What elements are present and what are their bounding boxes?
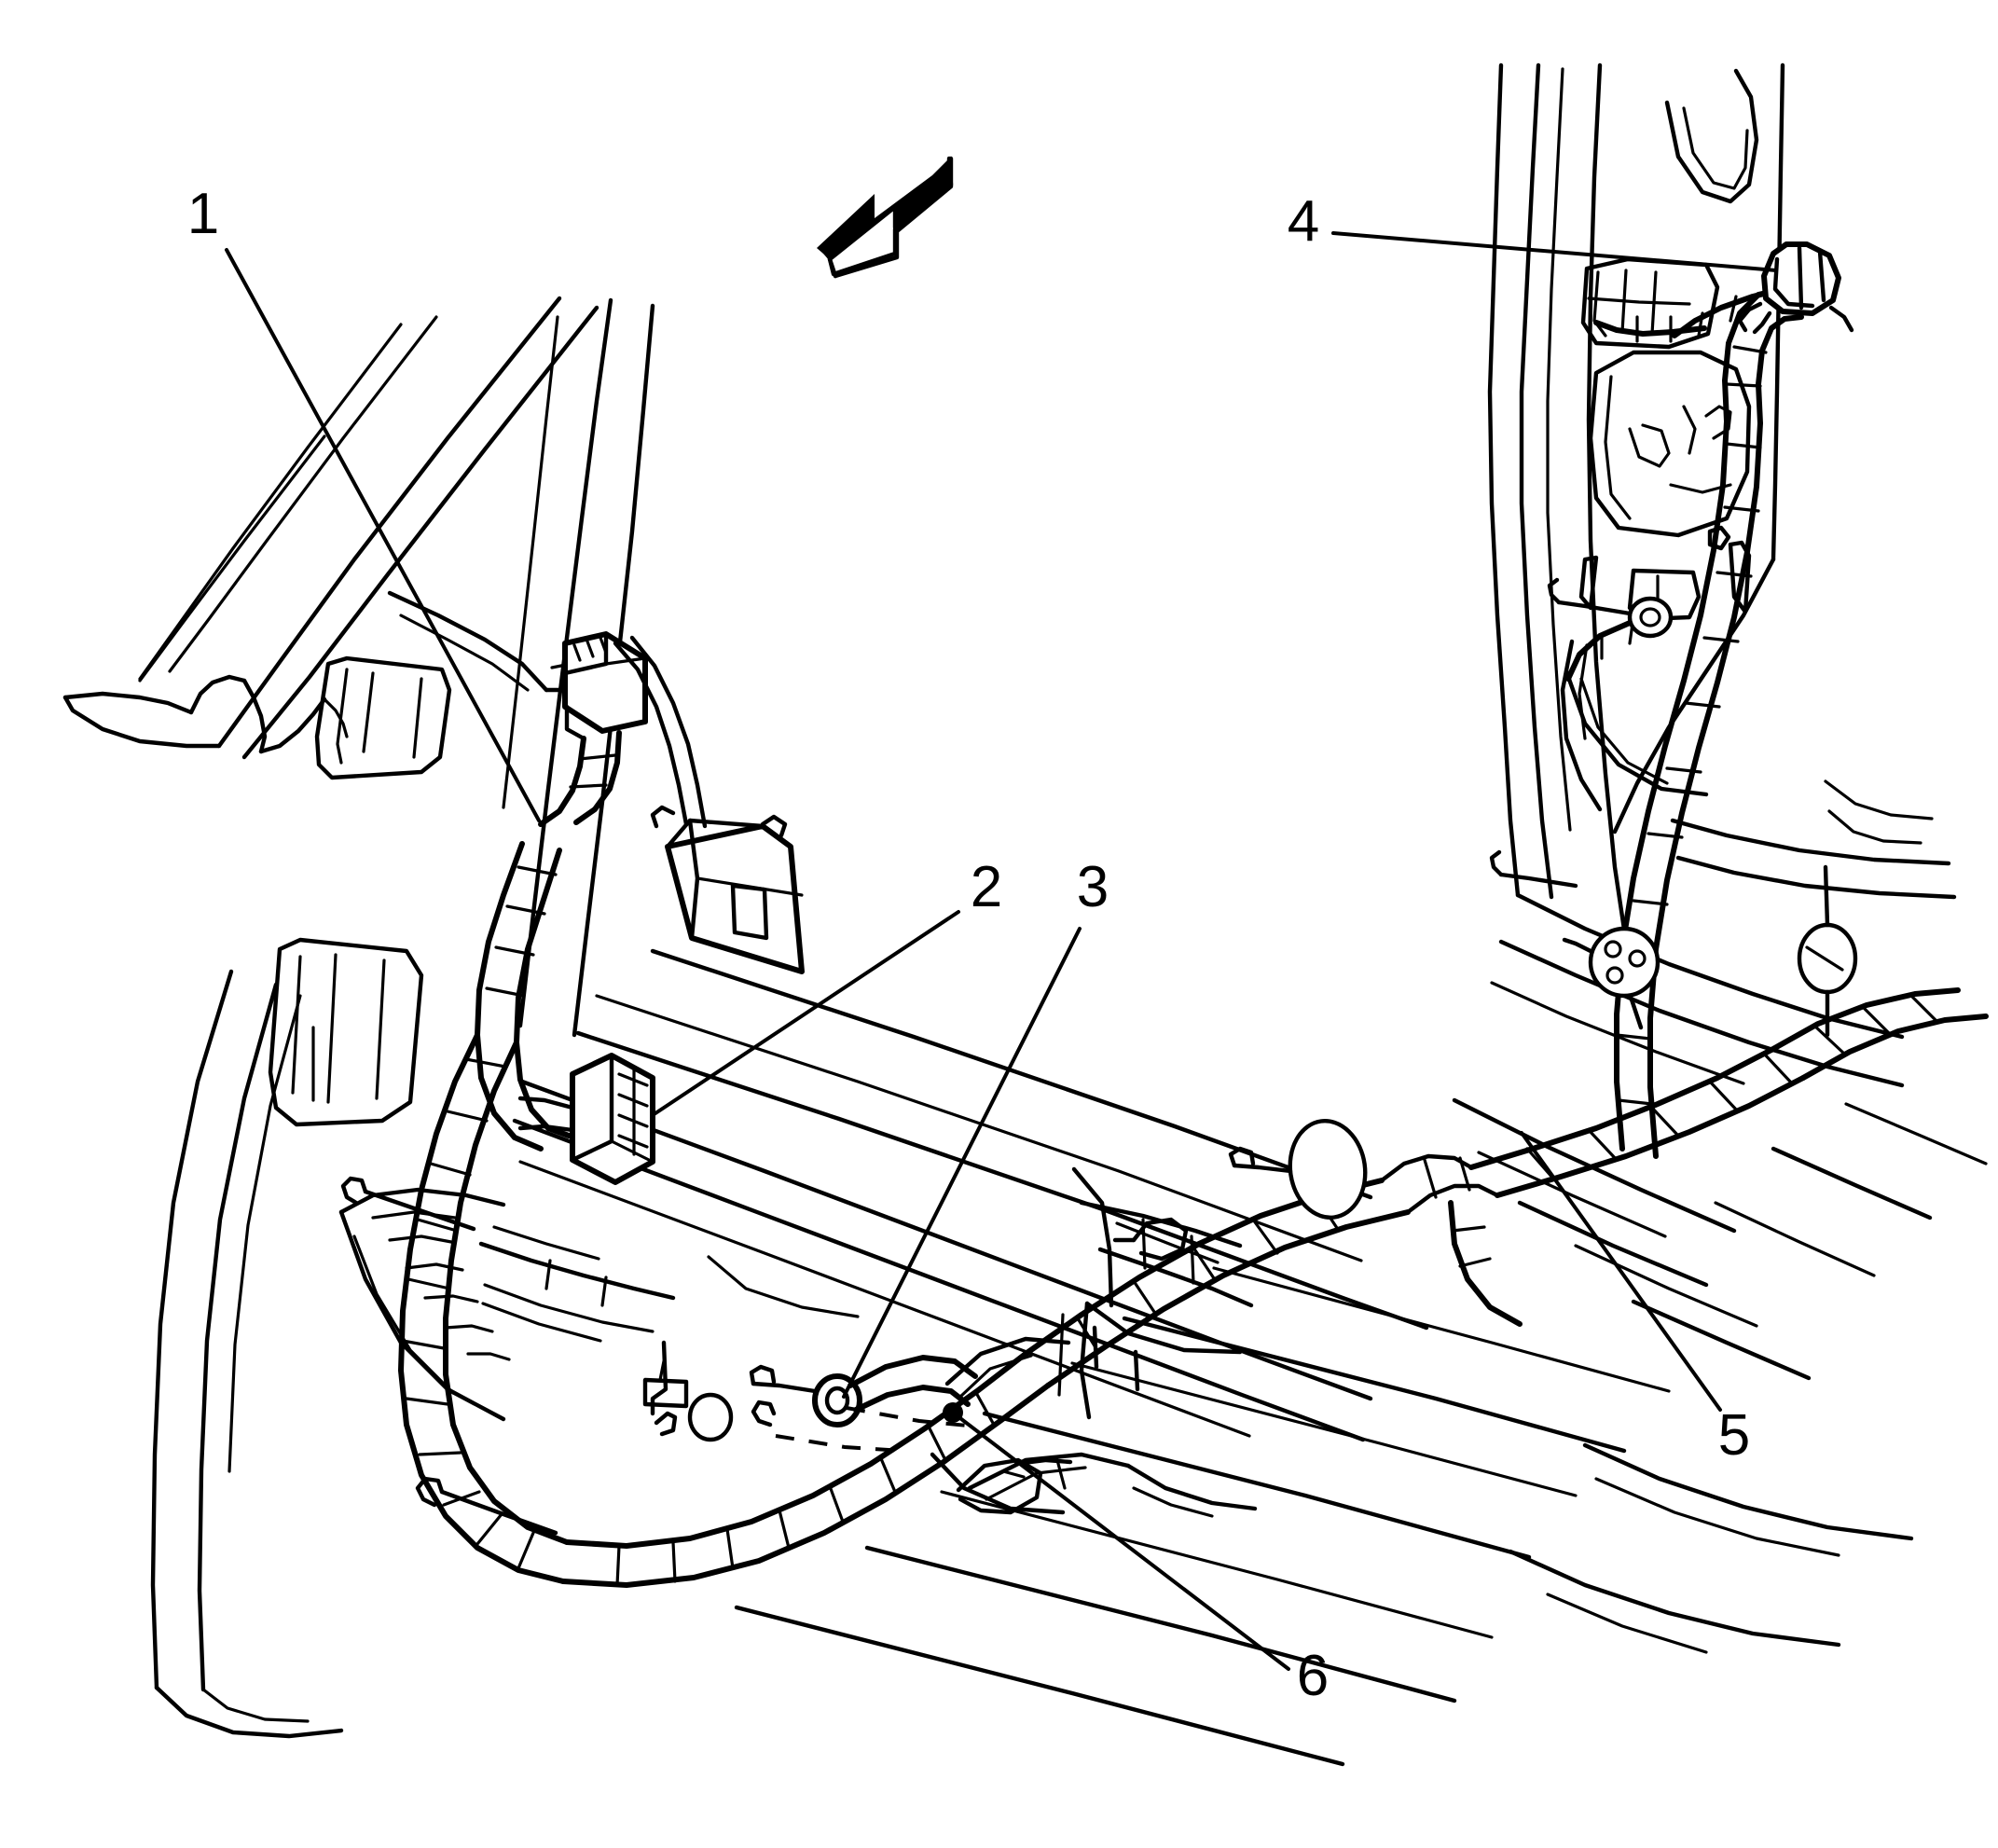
alignment-dashed-line-lower [775, 1434, 903, 1453]
rocker-panel-holes [642, 864, 1858, 1442]
rocker-panel [478, 948, 1429, 1442]
connector-block [650, 805, 805, 974]
leader-line-1 [225, 248, 541, 822]
callout-label-2: 2 [971, 855, 1002, 919]
connector-1-pigtails [613, 635, 708, 829]
leader-line-3 [842, 927, 1082, 1399]
harness-ribs-vertical [401, 1057, 535, 1570]
floor-studs [1013, 1325, 1140, 1467]
leader-line-5 [1520, 1131, 1722, 1412]
callout-label-1: 1 [187, 182, 219, 246]
alignment-dashed-line-upper [846, 1406, 978, 1428]
floor-hook [751, 1400, 777, 1427]
harness-clip-upper [1737, 241, 1854, 335]
harness-ribs-upper [485, 865, 558, 998]
connector-multi-pin [517, 1053, 655, 1185]
floor-retaining-tab [956, 1457, 1043, 1515]
callout-leaders [225, 231, 1778, 1671]
callout-label-4: 4 [1288, 189, 1319, 254]
leader-line-4 [1331, 231, 1778, 272]
leader-line-2 [651, 910, 960, 1117]
connector-4-way [538, 631, 648, 827]
callout-label-3: 3 [1077, 855, 1109, 919]
bpillar-stud [1489, 849, 1578, 889]
callout-label-6: 6 [1297, 1644, 1329, 1708]
harness-ribs-bpillar [1615, 442, 1762, 1106]
view-direction-arrow [817, 156, 954, 279]
callout-labels: 1 2 3 4 5 6 [187, 182, 1750, 1708]
callout-label-5: 5 [1718, 1403, 1750, 1468]
harness-ribs-horizontal [615, 1389, 996, 1587]
harness-clip-mid [1547, 577, 1674, 639]
harness-clip-lower [1562, 926, 1660, 999]
main-wiring-harness [398, 286, 1989, 1588]
sill-harness-clip [1112, 1217, 1189, 1262]
leader-line-6 [951, 1411, 1290, 1671]
b-pillar-structure [1487, 62, 1957, 1088]
